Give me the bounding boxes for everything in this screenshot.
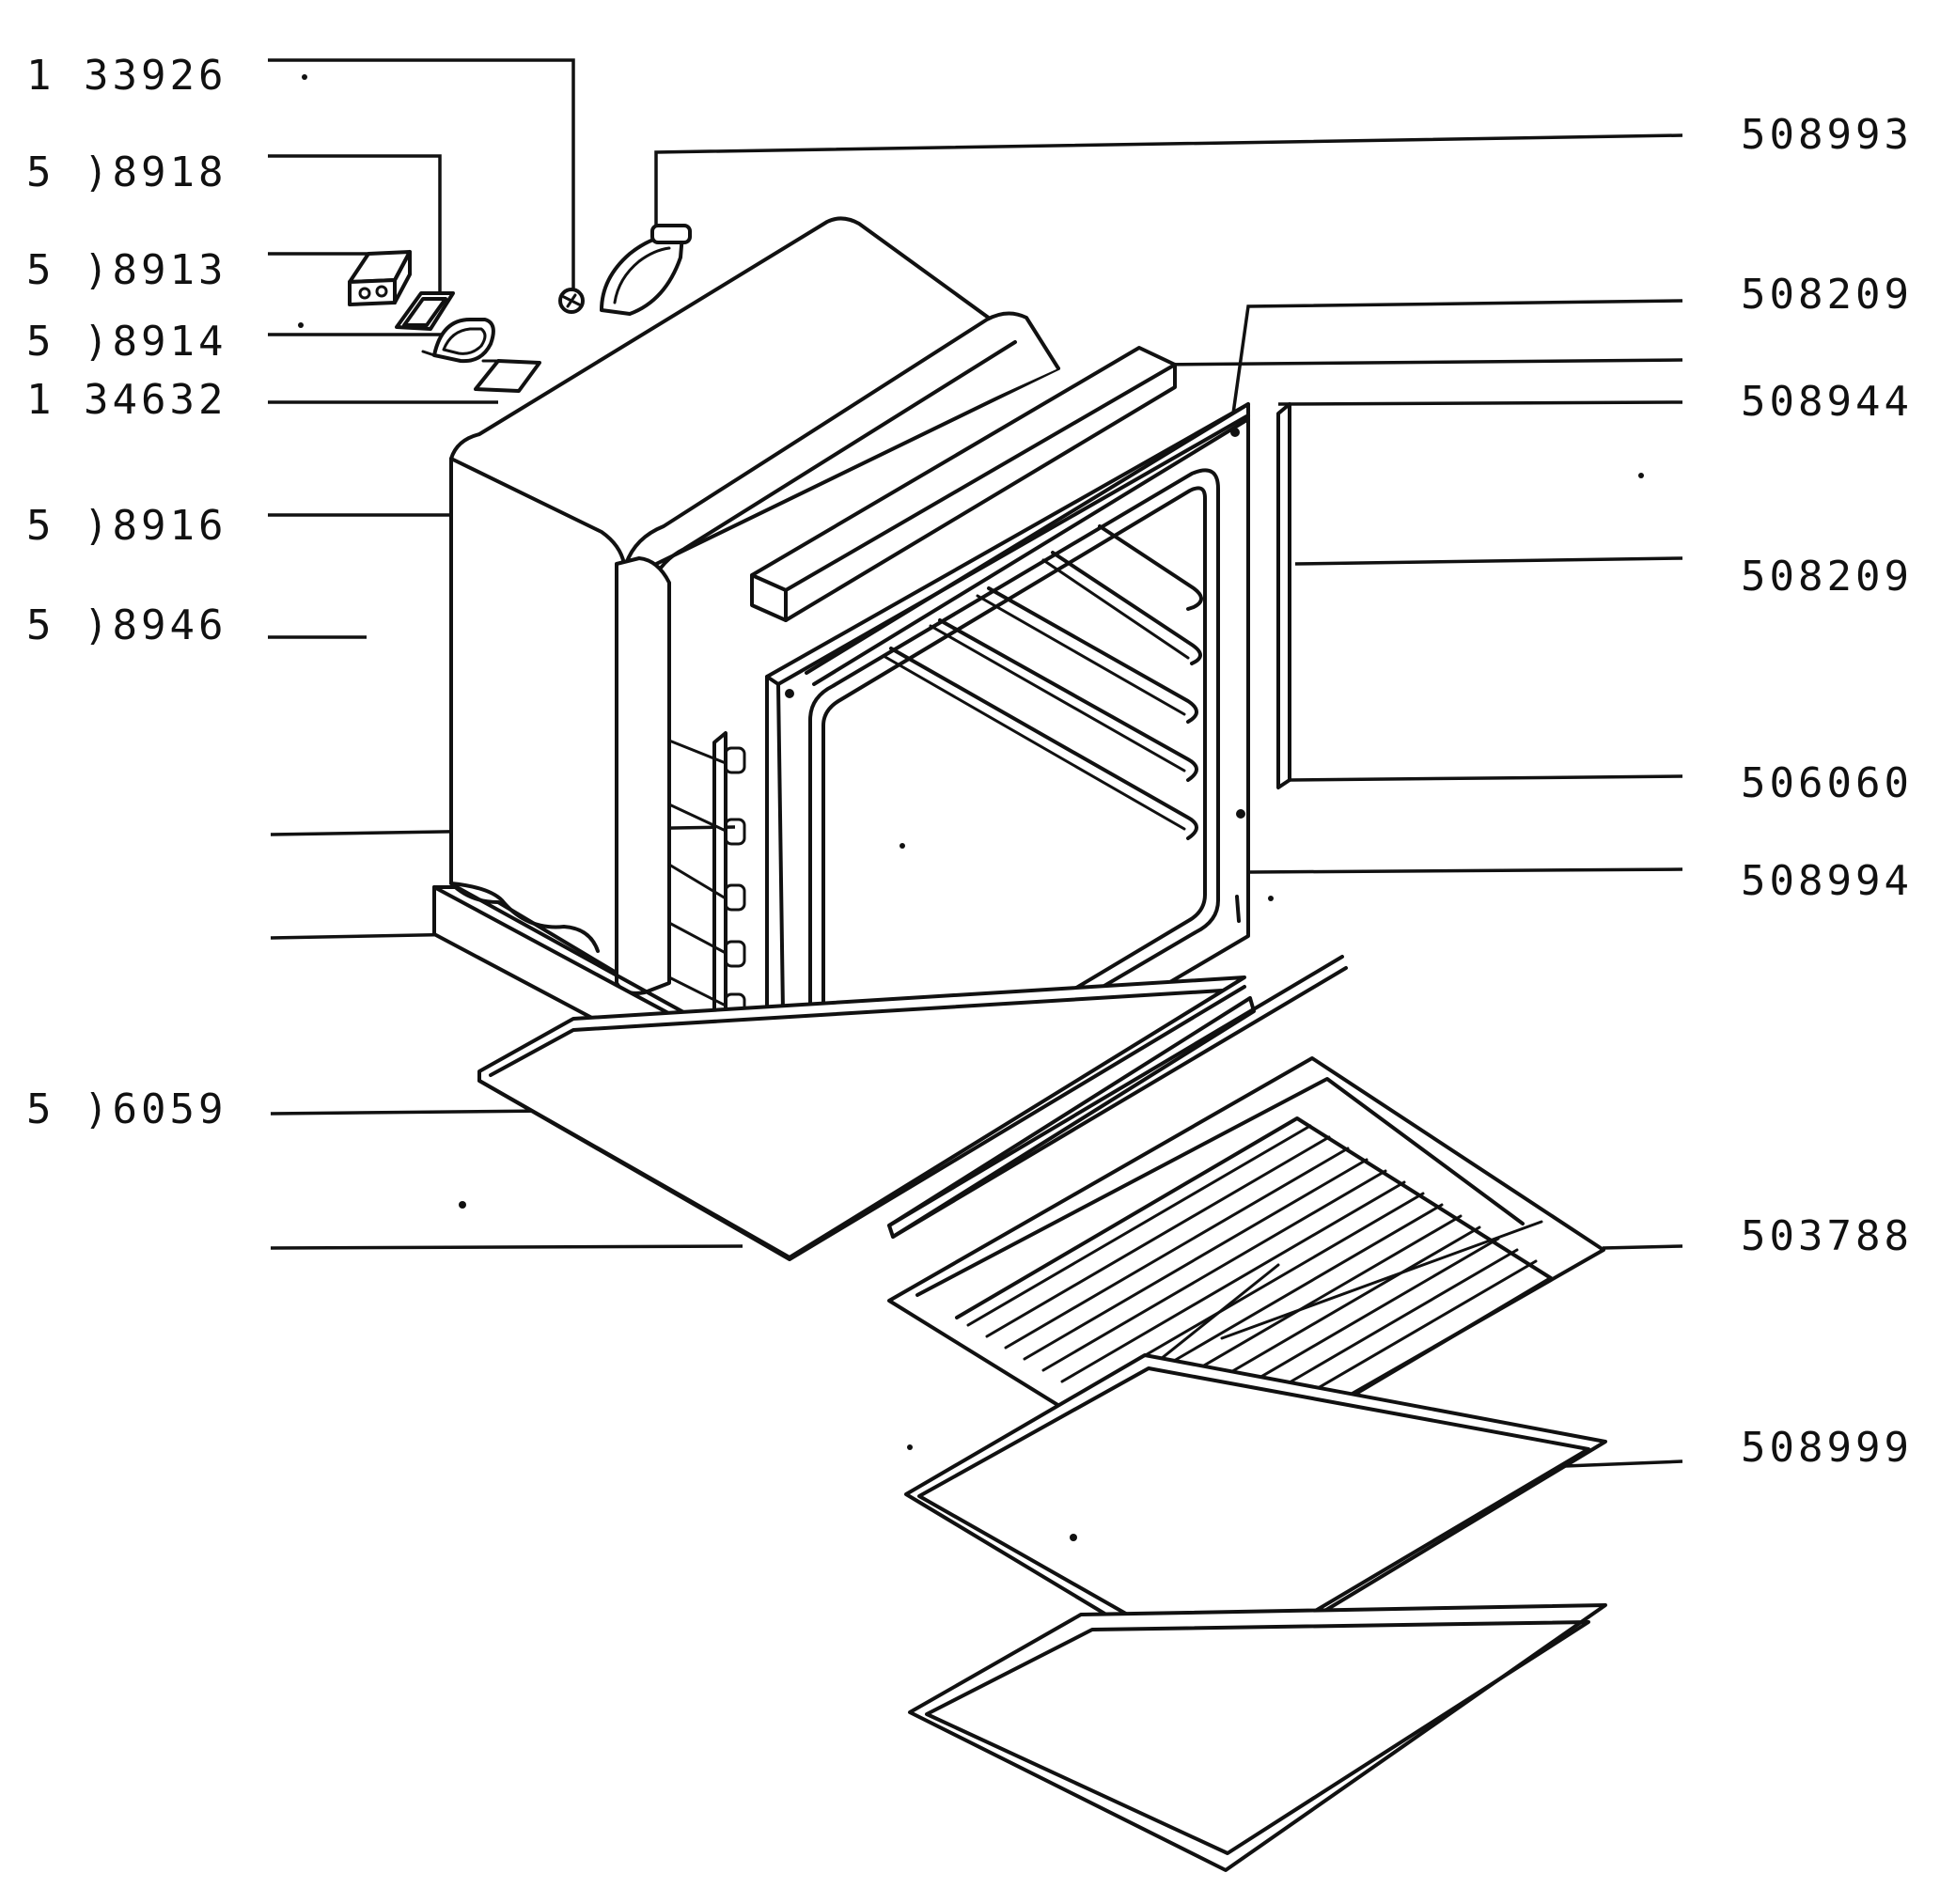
flange-vertical [615, 556, 671, 995]
part-label-506060: 506060 [1741, 759, 1913, 807]
part-label-508209-side: 508209 [1741, 553, 1913, 601]
part-label-134632: 1 34632 [26, 376, 227, 424]
leader-508999 [1564, 1459, 1683, 1468]
top-trim-bar [750, 346, 1177, 622]
part-label-508944: 508944 [1741, 378, 1913, 426]
leader-503788 [1602, 1244, 1683, 1250]
lamp-lens [421, 318, 495, 364]
bottom-rail [887, 955, 1348, 1239]
lamp-cover [474, 359, 541, 393]
part-label-508914: 5 )8914 [26, 318, 227, 366]
switch-block [348, 250, 412, 306]
leader-lines-right [654, 133, 1683, 1468]
part-label-503788: 503788 [1741, 1212, 1913, 1260]
leader-508994 [1249, 867, 1683, 874]
right-shelf-rails [882, 524, 1203, 840]
left-labels: 1 33926 5 )8918 5 )8913 5 )8914 1 34632 … [26, 52, 227, 1133]
part-label-506059: 5 )6059 [26, 1085, 227, 1133]
part-label-508999: 508999 [1741, 1424, 1913, 1472]
cavity-back-flange [624, 311, 1060, 566]
part-label-508993: 508993 [1741, 111, 1913, 159]
part-label-508994: 508994 [1741, 857, 1913, 905]
scan-specks [298, 74, 1644, 1541]
leader-508944-b [1277, 400, 1683, 406]
part-label-508918: 5 )8918 [26, 148, 227, 196]
control-parts-group [348, 224, 692, 393]
lamp-holder [395, 291, 455, 331]
leader-bottom-frame [270, 1244, 743, 1250]
leader-508918 [268, 154, 442, 310]
top-rail [805, 402, 1250, 686]
leader-133926 [268, 58, 575, 293]
leader-508944-a [1155, 358, 1683, 367]
part-label-508209-top: 508209 [1741, 271, 1913, 319]
leader-508209-side [1294, 556, 1683, 566]
screw [558, 288, 585, 314]
right-side-strip [1276, 402, 1291, 789]
left-runner-rails [667, 739, 728, 1007]
leader-506060 [1289, 774, 1683, 782]
oven-cavity [449, 216, 1060, 995]
right-labels: 508993 508209 508944 508209 506060 50899… [1741, 111, 1913, 1472]
leader-508209-top [1231, 299, 1683, 414]
part-label-508916: 5 )8916 [26, 502, 227, 550]
leader-508993 [654, 133, 1683, 237]
part-label-508913: 5 )8913 [26, 246, 227, 294]
oven-light-housing [600, 224, 692, 316]
part-label-508946: 5 )8946 [26, 601, 227, 649]
part-label-133926: 1 33926 [26, 52, 227, 100]
bottom-frame [477, 975, 1246, 1261]
bottom-tray-frame [908, 1603, 1607, 1872]
